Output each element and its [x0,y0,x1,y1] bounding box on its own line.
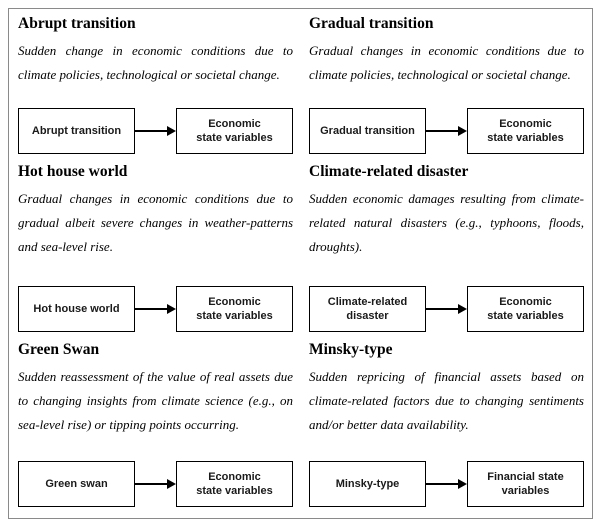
state-variables-node: Economic state variables [176,461,293,507]
panel-hot-house-world: Hot house world Gradual changes in econo… [18,162,293,340]
state-variables-node: Financial state variables [467,461,584,507]
scenario-node: Green swan [18,461,135,507]
scenario-node-label: Minsky-type [335,478,400,490]
state-variables-label: Financial state [487,471,564,483]
panel-description: Sudden reassessment of the value of real… [18,369,293,432]
scenario-node-label: Abrupt transition [31,125,122,137]
panel-title: Abrupt transition [18,15,136,32]
panel-description: Gradual changes in economic conditions d… [309,43,584,82]
state-variables-node: Economic state variables [176,286,293,332]
state-variables-label-line2: state variables [196,485,273,497]
panel-green-swan: Green Swan Sudden reassessment of the va… [18,340,293,509]
state-variables-label: Economic [208,471,261,483]
panel-minsky-type: Minsky-type Sudden repricing of financia… [309,340,584,509]
arrow-right-icon [426,304,467,314]
state-variables-label: Economic [499,296,552,308]
state-variables-label-line2: state variables [487,132,564,144]
state-variables-label: Economic [208,118,261,130]
panel-title: Climate-related disaster [309,163,469,180]
scenario-node-label-line2: disaster [346,310,389,322]
scenario-node-label: Hot house world [33,303,120,315]
scenario-flow-diagram: Minsky-type Financial state variables [309,461,584,507]
scenario-node: Hot house world [18,286,135,332]
panel-title: Hot house world [18,163,128,180]
state-variables-label-line2: state variables [196,310,273,322]
scenario-node: Minsky-type [309,461,426,507]
state-variables-node: Economic state variables [467,286,584,332]
panel-description: Gradual changes in economic conditions d… [18,191,293,254]
scenario-flow-diagram: Climate-related disaster Economic state … [309,286,584,332]
panel-grid: Abrupt transition Sudden change in econo… [9,9,592,518]
panel-title: Gradual transition [309,15,434,32]
state-variables-node: Economic state variables [176,108,293,154]
scenario-node-label: Green swan [45,478,108,490]
panel-gradual-transition: Gradual transition Gradual changes in ec… [309,14,584,162]
scenario-typology-figure: Abrupt transition Sudden change in econo… [8,8,593,519]
state-variables-label: Economic [499,118,552,130]
arrow-right-icon [426,479,467,489]
panel-climate-related-disaster: Climate-related disaster Sudden economic… [309,162,584,340]
scenario-node-label: Gradual transition [320,125,415,137]
panel-title: Green Swan [18,341,100,358]
state-variables-label-line2: variables [501,485,550,497]
scenario-flow-diagram: Gradual transition Economic state variab… [309,108,584,154]
scenario-flow-diagram: Abrupt transition Economic state variabl… [18,108,293,154]
arrow-right-icon [135,304,176,314]
state-variables-label: Economic [208,296,261,308]
scenario-node: Climate-related disaster [309,286,426,332]
scenario-node: Abrupt transition [18,108,135,154]
state-variables-label-line2: state variables [487,310,564,322]
panel-title: Minsky-type [309,341,393,358]
scenario-node: Gradual transition [309,108,426,154]
panel-description: Sudden change in economic conditions due… [18,43,293,82]
scenario-flow-diagram: Green swan Economic state variables [18,461,293,507]
arrow-right-icon [135,479,176,489]
scenario-flow-diagram: Hot house world Economic state variables [18,286,293,332]
scenario-node-label: Climate-related [327,296,408,308]
arrow-right-icon [135,126,176,136]
panel-abrupt-transition: Abrupt transition Sudden change in econo… [18,14,293,162]
state-variables-node: Economic state variables [467,108,584,154]
state-variables-label-line2: state variables [196,132,273,144]
panel-description: Sudden repricing of financial assets bas… [309,369,584,432]
arrow-right-icon [426,126,467,136]
panel-description: Sudden economic damages resulting from c… [309,191,584,254]
